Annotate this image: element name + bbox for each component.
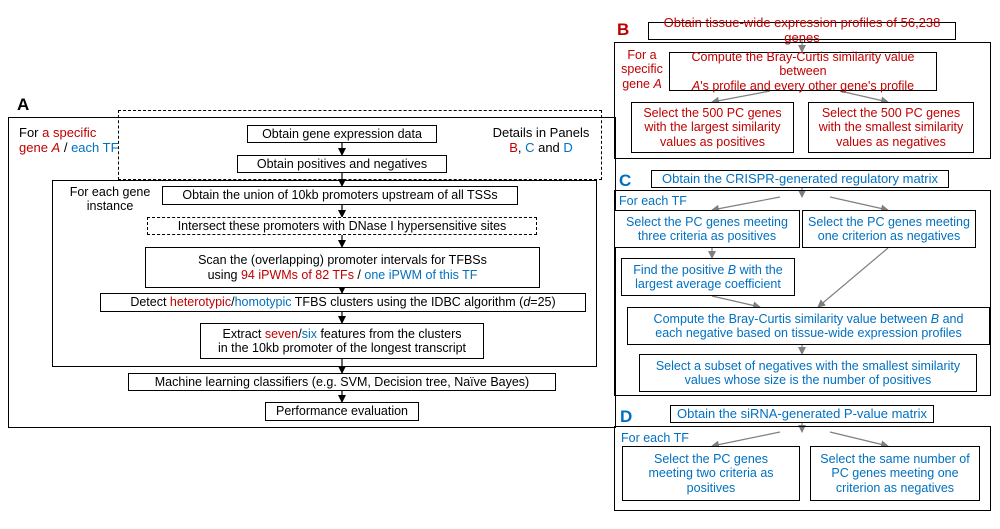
panel-d-frame bbox=[614, 426, 991, 511]
panel-a-header-left: For a specific gene A / each TF bbox=[19, 125, 119, 155]
panel-c-top-box: Obtain the CRISPR-generated regulatory m… bbox=[651, 170, 949, 188]
panel-a-letter: A bbox=[17, 95, 30, 114]
obtain-pos-neg-box: Obtain positives and negatives bbox=[237, 155, 447, 173]
intersect-dhs-box: Intersect these promoters with DNase I h… bbox=[147, 217, 537, 235]
panel-b-top-box: Obtain tissue-wide expression profiles o… bbox=[648, 15, 956, 45]
panel-c-compute-box: Compute the Bray-Curtis similarity value… bbox=[627, 307, 990, 345]
extract-features-box: Extract seven/six features from the clus… bbox=[200, 323, 484, 359]
arrow-b-3 bbox=[839, 90, 889, 105]
panel-a-gene-instance-frame bbox=[52, 180, 597, 367]
panel-c-frame bbox=[614, 190, 991, 396]
panel-b-frame bbox=[614, 42, 991, 159]
panel-b-select-positives-box: Select the 500 PC genes with the largest… bbox=[631, 102, 794, 153]
arrow-b-2 bbox=[711, 90, 771, 105]
ml-classifiers-box: Machine learning classifiers (e.g. SVM, … bbox=[128, 373, 556, 391]
panel-d-select-negatives-box: Select the same number of PC genes meeti… bbox=[810, 446, 980, 501]
scan-tfbs-box: Scan the (overlapping) promoter interval… bbox=[145, 247, 540, 288]
panel-a-outer-frame bbox=[8, 117, 616, 428]
panel-b-compute-box: Compute the Bray-Curtis similarity value… bbox=[669, 50, 937, 93]
performance-evaluation-box: Performance evaluation bbox=[265, 402, 419, 421]
panel-a-dashed-frame bbox=[118, 110, 602, 180]
panel-b-select-negatives-box: Select the 500 PC genes with the smalles… bbox=[808, 102, 974, 153]
panel-d-for-each-tf: For each TF bbox=[621, 431, 689, 445]
detect-clusters-box: Detect heterotypic/homotypic TFBS cluste… bbox=[100, 293, 586, 312]
arrow-c-2 bbox=[711, 196, 781, 213]
for-each-gene-label: For each gene instance bbox=[69, 185, 151, 214]
arrow-c-3 bbox=[829, 196, 889, 213]
arrow-d-2 bbox=[711, 431, 781, 449]
panel-b-for-specific: For a specific gene A bbox=[621, 48, 663, 91]
arrow-d-3 bbox=[829, 431, 889, 449]
panel-a-details-note: Details in Panels B, C and D bbox=[492, 125, 590, 155]
panel-d-letter: D bbox=[620, 407, 633, 426]
panel-d-select-positives-box: Select the PC genes meeting two criteria… bbox=[622, 446, 800, 501]
panel-b-letter: B bbox=[617, 20, 630, 39]
panel-d-top-box: Obtain the siRNA-generated P-value matri… bbox=[670, 405, 934, 423]
obtain-expression-box: Obtain gene expression data bbox=[247, 125, 437, 143]
arrow-c-5 bbox=[711, 295, 761, 310]
panel-c-letter: C bbox=[619, 171, 632, 190]
arrow-c-6 bbox=[817, 247, 889, 308]
panel-c-for-each-tf: For each TF bbox=[619, 194, 687, 208]
union-promoters-box: Obtain the union of 10kb promoters upstr… bbox=[162, 186, 518, 205]
panel-c-subset-box: Select a subset of negatives with the sm… bbox=[639, 354, 977, 392]
panel-c-find-b-box: Find the positive B with the largest ave… bbox=[621, 258, 795, 296]
